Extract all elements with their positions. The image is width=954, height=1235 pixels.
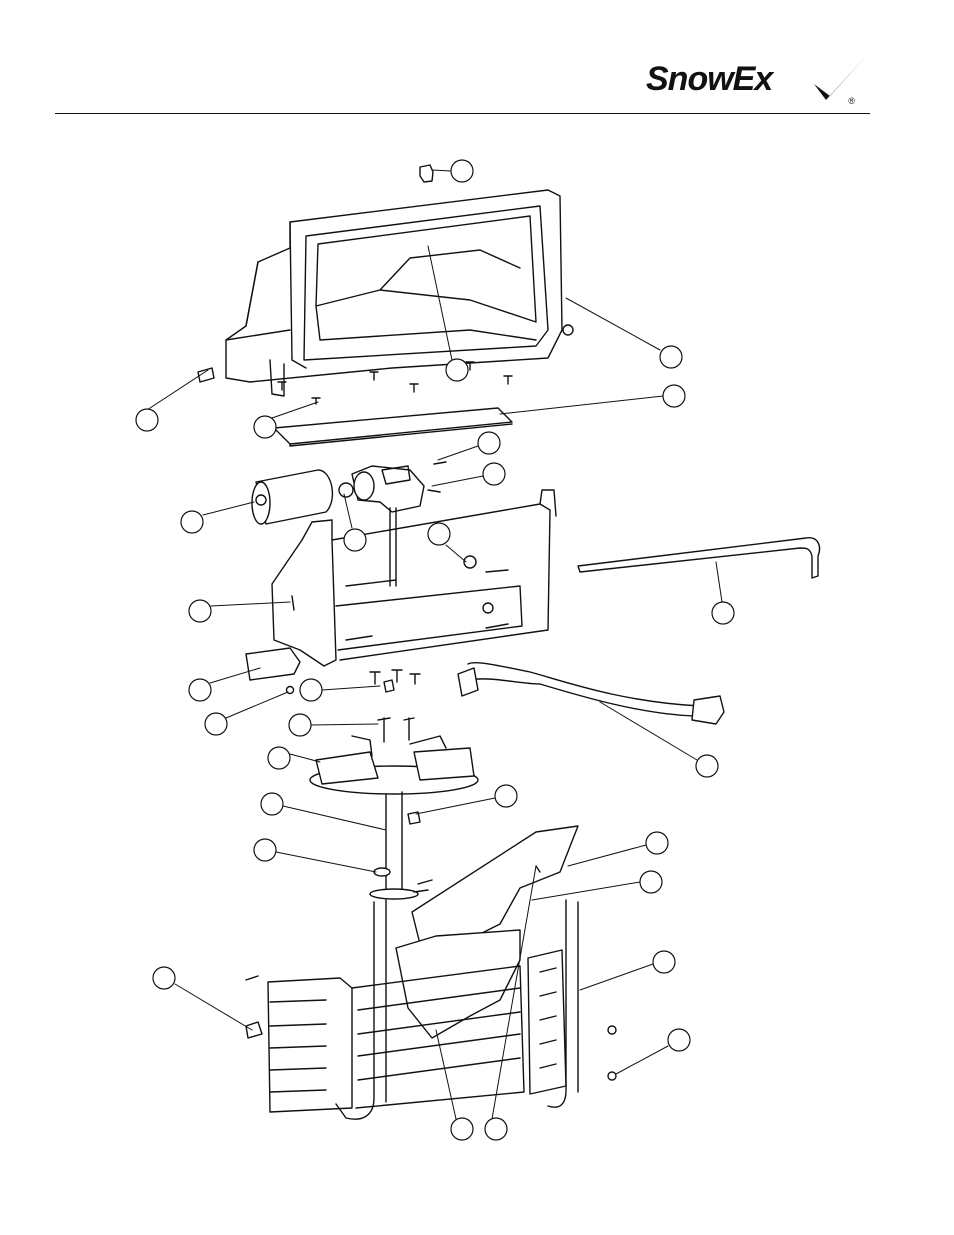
callout-bubble <box>268 747 290 769</box>
callout-bubble <box>712 602 734 624</box>
callout-bubble <box>696 755 718 777</box>
top-clip <box>420 165 433 182</box>
callout-bubble <box>261 793 283 815</box>
hex-wrench <box>578 538 820 578</box>
callout-bubble <box>495 785 517 807</box>
spinner-disc <box>310 736 478 794</box>
callout-bubble <box>653 951 675 973</box>
callout-bubble <box>668 1029 690 1051</box>
callout-bubble <box>428 523 450 545</box>
callout-bubble <box>300 679 322 701</box>
callout-bubble <box>254 416 276 438</box>
callout-bubble <box>344 529 366 551</box>
spinner-shaft <box>370 792 420 899</box>
callout-bubble <box>181 511 203 533</box>
callout-bubble <box>660 346 682 368</box>
corner-bracket <box>246 648 300 694</box>
cover-plate <box>274 408 512 446</box>
callout-bubble <box>485 1118 507 1140</box>
callout-bubble <box>478 432 500 454</box>
callout-bubble <box>646 832 668 854</box>
callout-bubble <box>640 871 662 893</box>
wiring-harness <box>458 663 724 724</box>
callout-bubble <box>189 679 211 701</box>
spinner-bolts <box>378 718 414 742</box>
callout-bubble <box>205 713 227 735</box>
callout-bubble <box>153 967 175 989</box>
mounting-frame <box>272 490 556 666</box>
callout-bubble <box>663 385 685 407</box>
gearbox <box>352 462 446 586</box>
hopper-housing <box>226 190 573 396</box>
callout-bubble <box>289 714 311 736</box>
callout-bubble <box>451 160 473 182</box>
callout-bubble <box>254 839 276 861</box>
callout-bubble <box>483 463 505 485</box>
callout-bubble <box>451 1118 473 1140</box>
frame-screws <box>370 670 420 692</box>
callout-bubble <box>189 600 211 622</box>
callout-bubble <box>446 359 468 381</box>
callout-bubble <box>136 409 158 431</box>
motor <box>252 470 353 524</box>
